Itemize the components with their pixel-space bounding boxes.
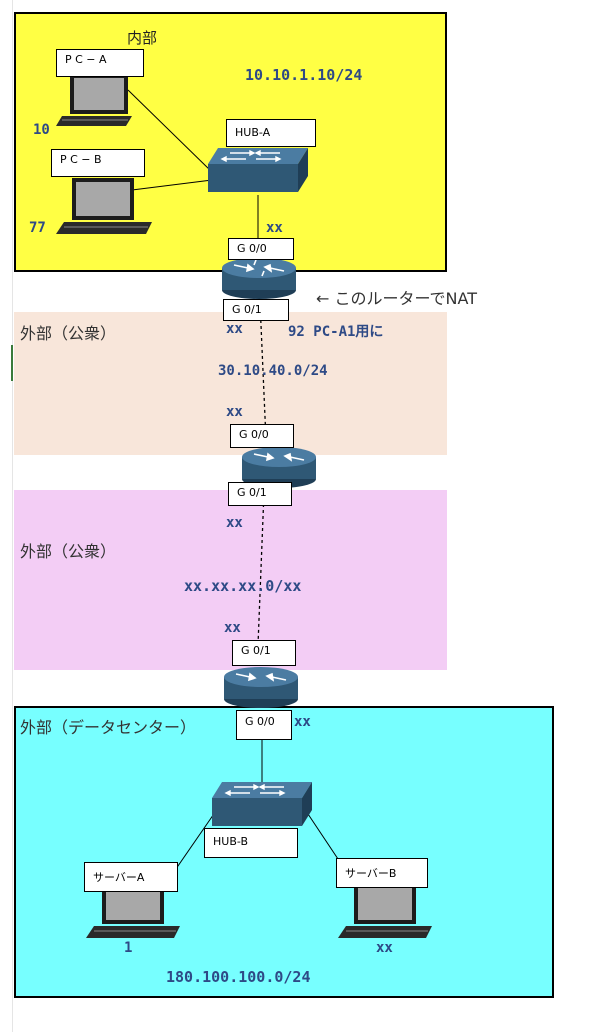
- inside-subnet: 10.10.1.10/24: [245, 66, 363, 84]
- router-3-g00-label: G 0/0: [236, 710, 292, 740]
- router-2-g00-label: G 0/0: [230, 424, 294, 448]
- pc-b-label: P C − B: [51, 149, 145, 177]
- pc-a-host: 10: [33, 122, 50, 138]
- hub-a-uplink-addr: xx: [266, 220, 283, 236]
- datacenter-subnet: 180.100.100.0/24: [166, 968, 311, 986]
- router-3-g01-addr: xx: [224, 620, 241, 636]
- router-3-g00-addr: xx: [294, 714, 311, 730]
- hub-b-switch-icon: [212, 782, 312, 826]
- link-router2-router3: [257, 491, 265, 646]
- router-1-nat-note: ← このルーターでNAT: [316, 289, 477, 308]
- pc-b-laptop-icon: [56, 178, 152, 234]
- inside-zone-label: 内部: [127, 29, 158, 47]
- router-3-g01-label: G 0/1: [232, 640, 296, 666]
- pc-a-laptop-icon: [56, 74, 132, 126]
- link-2-subnet: xx.xx.xx.0/xx: [184, 577, 302, 595]
- link-1-subnet: 30.10.40.0/24: [218, 363, 328, 379]
- link-pc-a-hub: [127, 89, 213, 173]
- left-gutter: [0, 0, 13, 1032]
- server-b-host: xx: [376, 940, 393, 956]
- public-zone-2-label: 外部（公衆）: [20, 542, 117, 561]
- public-zone-1-label: 外部（公衆）: [20, 324, 117, 343]
- router-3-icon: [224, 667, 298, 708]
- hub-a-switch-icon: [208, 148, 308, 192]
- server-a-laptop-icon: [86, 886, 180, 938]
- pc-a-label: P C − A: [56, 49, 144, 77]
- server-b-laptop-icon: [338, 884, 432, 938]
- pc-b-host: 77: [29, 220, 46, 236]
- public-zone-2: [14, 490, 447, 670]
- server-b-label: サーバーB: [336, 858, 428, 888]
- gutter-marker: [11, 345, 13, 381]
- router-2-g01-addr: xx: [226, 515, 243, 531]
- server-a-label: サーバーA: [84, 862, 178, 892]
- datacenter-zone-label: 外部（データセンター）: [20, 718, 197, 737]
- link-router1-router2: [259, 301, 267, 441]
- router-1-g00-label: G 0/0: [228, 238, 294, 260]
- router-1-g01-label: G 0/1: [223, 299, 289, 321]
- router-2-g01-label: G 0/1: [228, 482, 292, 506]
- server-a-host: 1: [124, 940, 133, 956]
- hub-b-label: HUB-B: [204, 828, 298, 858]
- router-1-g01-addr: xx: [226, 321, 243, 337]
- hub-a-label: HUB-A: [226, 119, 316, 147]
- router-1-icon: [222, 258, 296, 299]
- link-pc-b-hub: [131, 179, 213, 191]
- router-2-g00-addr: xx: [226, 404, 243, 420]
- router-1-nat-addr: 92 PC-A1用に: [288, 324, 384, 340]
